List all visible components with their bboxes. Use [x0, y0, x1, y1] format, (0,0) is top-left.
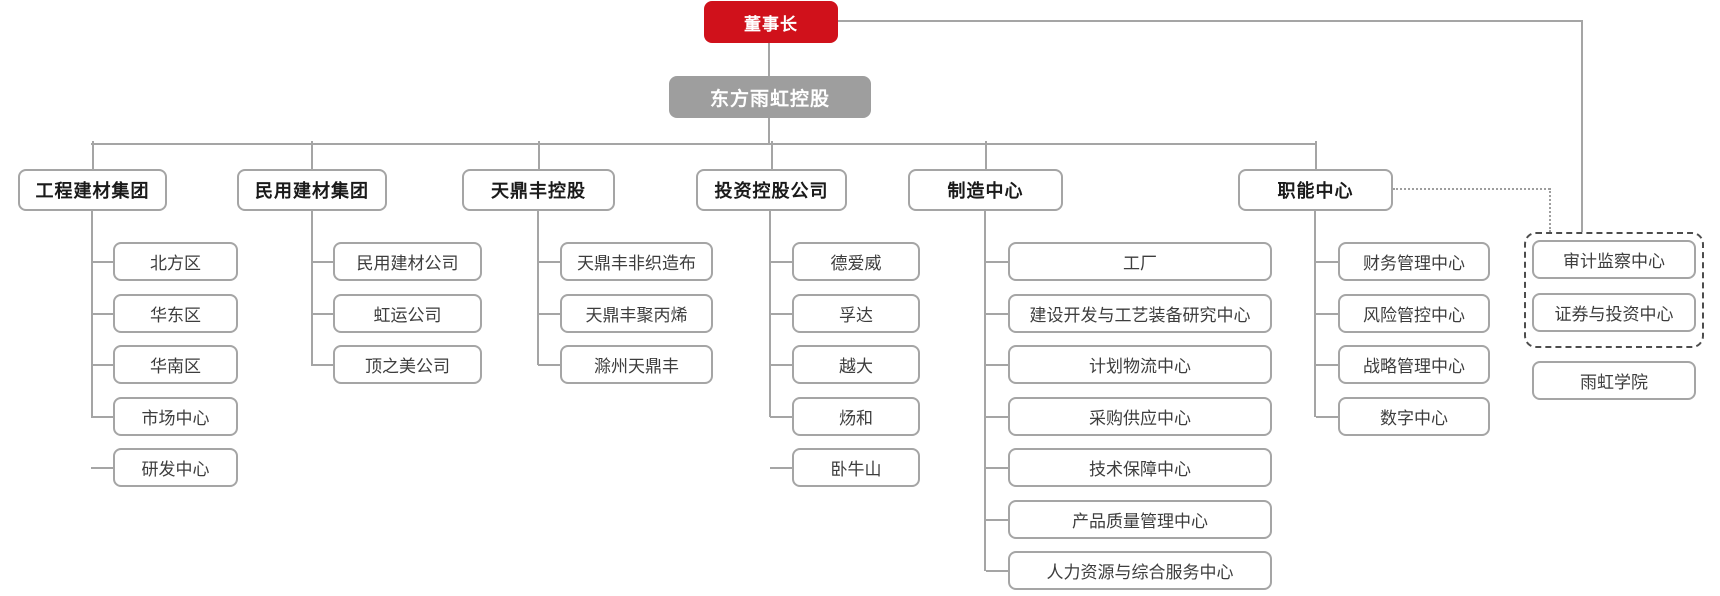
org-node: 计划物流中心 [986, 345, 1272, 384]
branch-box-tiandingfeng: 天鼎丰控股 [462, 141, 615, 211]
org-node: 数字中心 [1316, 397, 1490, 436]
org-node: 北方区 [91, 242, 238, 281]
org-node: 虹运公司 [311, 294, 482, 333]
connector-bus [91, 143, 1316, 145]
connector-chairman-right-v [1581, 20, 1583, 232]
branch-box-functional-center: 职能中心 [1238, 141, 1393, 211]
branch-box-engineering-materials: 工程建材集团 [18, 141, 167, 211]
org-node: 华南区 [91, 345, 238, 384]
holding-company-box: 东方雨虹控股 [669, 76, 871, 118]
connector-chairman-right-h [838, 20, 1583, 22]
chairman-box: 董事长 [704, 1, 838, 43]
org-node: 华东区 [91, 294, 238, 333]
org-node: 市场中心 [91, 397, 238, 436]
org-node: 越大 [770, 345, 920, 384]
org-node: 产品质量管理中心 [986, 500, 1272, 539]
org-node: 炀和 [770, 397, 920, 436]
branch-box-manufacturing-center: 制造中心 [908, 141, 1063, 211]
org-node: 人力资源与综合服务中心 [986, 551, 1272, 590]
org-node: 建设开发与工艺装备研究中心 [986, 294, 1272, 333]
org-node: 工厂 [986, 242, 1272, 281]
org-node: 财务管理中心 [1316, 242, 1490, 281]
org-node: 孚达 [770, 294, 920, 333]
org-node: 卧牛山 [770, 448, 920, 487]
connector-branch-6 [1314, 211, 1316, 417]
connector-branch-5 [984, 211, 986, 571]
branch-box-civil-materials: 民用建材集团 [237, 141, 387, 211]
org-node: 顶之美公司 [311, 345, 482, 384]
org-node: 采购供应中心 [986, 397, 1272, 436]
connector-dotted-v [1549, 188, 1551, 232]
org-node: 战略管理中心 [1316, 345, 1490, 384]
org-node: 滁州天鼎丰 [538, 345, 713, 384]
org-node-yuhong-academy: 雨虹学院 [1532, 361, 1696, 400]
org-node: 风险管控中心 [1316, 294, 1490, 333]
org-node: 民用建材公司 [311, 242, 482, 281]
connector-holding-bus [768, 118, 770, 144]
connector-branch-3 [537, 211, 539, 365]
org-node: 技术保障中心 [986, 448, 1272, 487]
connector-dotted-h [1393, 188, 1550, 190]
org-node: 德爱威 [770, 242, 920, 281]
connector-branch-2 [311, 211, 313, 365]
connector-chairman-holding [768, 43, 770, 76]
org-node-audit-supervision: 审计监察中心 [1532, 240, 1696, 279]
dashed-group-board-direct: 审计监察中心 证券与投资中心 [1524, 232, 1704, 348]
org-node: 天鼎丰聚丙烯 [538, 294, 713, 333]
org-node: 研发中心 [91, 448, 238, 487]
org-node-securities-investment: 证券与投资中心 [1532, 293, 1696, 332]
org-node: 天鼎丰非织造布 [538, 242, 713, 281]
branch-box-investment-holding: 投资控股公司 [696, 141, 847, 211]
